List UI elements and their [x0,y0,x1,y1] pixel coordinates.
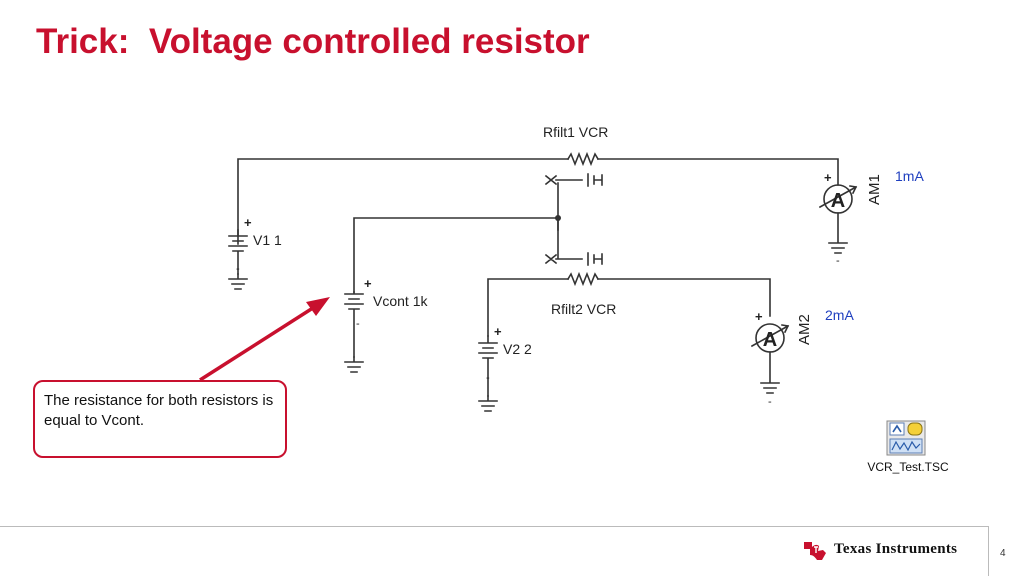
ammeter-icon [750,323,790,394]
battery-icon [228,229,248,290]
ammeter-icon [818,184,858,254]
am1-reading: 1mA [895,168,924,184]
ti-logo-icon [804,542,826,560]
rfilt2-label: Rfilt2 VCR [551,301,616,317]
v2-label: V2 2 [503,341,532,357]
wire-vcont [353,217,559,293]
vcont-minus: - [356,318,360,330]
am1-symbol: A [831,190,845,212]
slide-title: Trick: Voltage controlled resistor [36,22,590,61]
callout-note: The resistance for both resistors is equ… [33,380,287,458]
am1-minus: - [836,255,840,267]
am2-reading: 2mA [825,307,854,323]
resistor-icon [566,271,600,287]
am2-plus: + [755,309,763,324]
tina-file-icon[interactable] [886,420,926,456]
v1-plus: + [244,215,252,230]
brand-name: Texas Instruments [834,541,958,557]
arrow-icon [199,297,330,382]
v1-minus: - [236,263,240,275]
v2-plus: + [494,324,502,339]
am1-plus: + [824,170,832,185]
wire-top [237,158,839,245]
battery-icon [344,291,364,373]
v1-label: V1 1 [253,232,282,248]
page-number: 4 [1000,548,1006,559]
footer-divider [0,526,988,527]
footer-vertical-divider [988,526,989,576]
am1-label: AM1 [866,174,883,205]
resistor-icon [566,151,600,167]
junction-dot [555,215,561,221]
vcont-label: Vcont 1k [373,293,428,309]
am2-label: AM2 [796,314,813,345]
file-label[interactable]: VCR_Test.TSC [867,460,949,474]
wire-bottom [487,278,771,337]
rfilt1-label: Rfilt1 VCR [543,124,608,140]
circuit-schematic: A A + - + - + - + - + - Rfilt1 VCR Rfilt… [199,124,924,412]
v2-minus: - [486,372,490,384]
am2-minus: - [768,396,772,408]
battery-icon [478,335,498,412]
am2-symbol: A [763,329,777,351]
vcont-plus: + [364,276,372,291]
